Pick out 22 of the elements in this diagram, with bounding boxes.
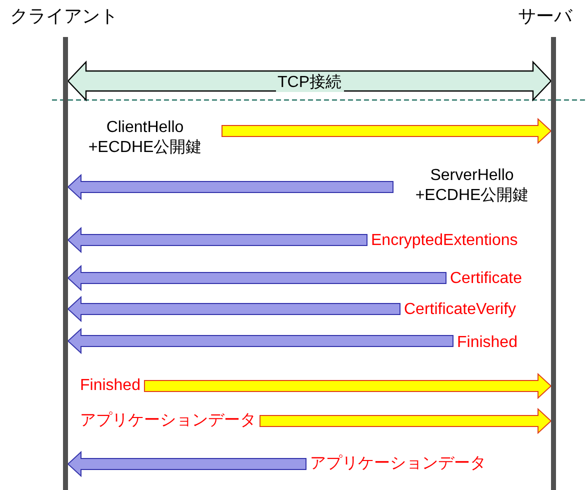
arrow [222,118,552,144]
message-label: アプリケーションデータ [310,454,486,474]
arrow [144,372,552,400]
message-label: ServerHello +ECDHE公開鍵 [414,166,530,206]
participant-label: クライアント [10,6,118,26]
arrow [67,328,454,354]
arrow [67,296,400,322]
message-label: CertificateVerify [404,300,516,320]
message-label: Finished [80,376,140,396]
arrow [67,226,368,254]
edge-label: TCP接続 [276,74,344,92]
arrow [260,408,552,434]
message-label: Certificate [450,269,522,289]
arrow [67,264,446,292]
double-arrow [67,60,552,102]
participant-label: サーバ [518,6,572,26]
message-label: ClientHello +ECDHE公開鍵 [87,118,203,158]
message-label: アプリケーションデータ [80,411,256,431]
message-label: EncryptedExtentions [371,231,518,251]
arrow [67,174,394,200]
message-label: Finished [457,333,518,353]
arrow [67,450,306,478]
